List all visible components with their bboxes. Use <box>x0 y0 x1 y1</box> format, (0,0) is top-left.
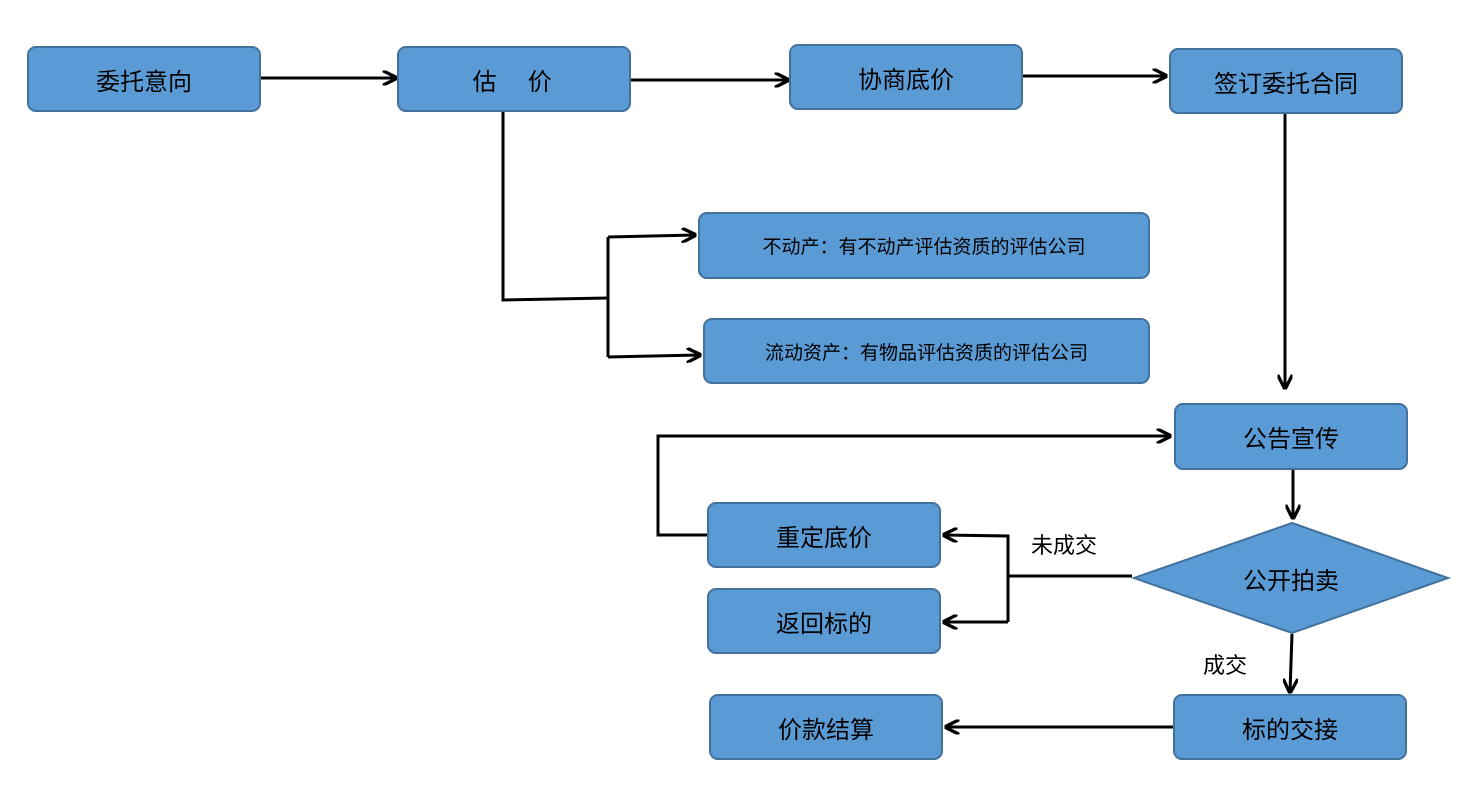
announcement-node: 公告宣传 <box>1174 403 1408 470</box>
arrow-to-reset-reserve <box>944 535 1010 622</box>
not-sold-label: 未成交 <box>1031 534 1098 559</box>
arrow-to-real-estate <box>607 235 695 237</box>
negotiate-reserve-node: 协商底价 <box>789 44 1023 110</box>
arrow-to-current-assets <box>607 355 700 357</box>
connector-appraisal-branch <box>501 112 609 302</box>
reset-reserve-node: 重定底价 <box>707 502 941 568</box>
return-item-node: 返回标的 <box>707 588 941 654</box>
appraisal-node: 估 价 <box>397 46 631 112</box>
current-assets-appraiser-node: 流动资产：有物品评估资质的评估公司 <box>703 318 1150 384</box>
arrow-reset-to-announcement <box>656 436 1170 537</box>
sign-contract-node: 签订委托合同 <box>1169 48 1403 114</box>
arrow-auction-to-handover <box>1290 633 1292 692</box>
entrust-intent-node: 委托意向 <box>27 46 261 112</box>
public-auction-label: 公开拍卖 <box>1243 566 1339 595</box>
item-handover-node: 标的交接 <box>1173 694 1407 760</box>
public-auction-diamond <box>1130 521 1452 635</box>
sold-label: 成交 <box>1203 654 1248 679</box>
real-estate-appraiser-node: 不动产：有不动产评估资质的评估公司 <box>698 212 1150 279</box>
payment-settlement-node: 价款结算 <box>709 694 943 760</box>
